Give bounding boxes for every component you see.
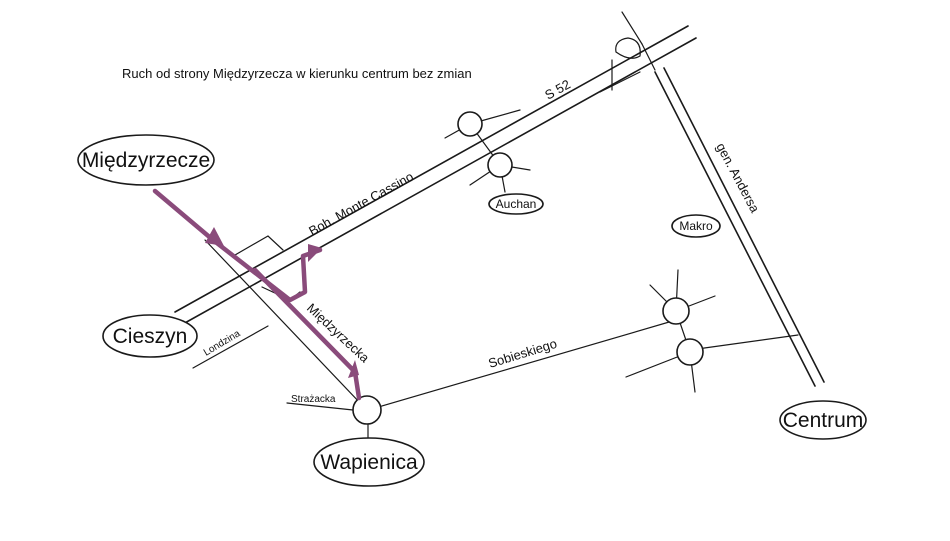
street-label-sobieskiego: Sobieskiego <box>486 336 558 371</box>
place-auchan: Auchan <box>488 193 544 215</box>
place-label-miedzyrzecze: Międzyrzecze <box>82 149 210 172</box>
place-cieszyn: Cieszyn <box>102 314 198 358</box>
road-londzina <box>192 325 269 369</box>
road-miedzyrzecka <box>204 239 363 406</box>
place-label-makro: Makro <box>679 219 713 233</box>
roundabout-auchan-north <box>457 111 483 137</box>
auchan-interchange <box>444 109 531 193</box>
roundabout-sobieskiego-south <box>676 338 704 366</box>
place-label-cieszyn: Cieszyn <box>113 325 188 348</box>
place-label-wapienica: Wapienica <box>320 451 418 474</box>
place-makro: Makro <box>671 214 721 238</box>
place-centrum: Centrum <box>779 400 867 440</box>
sobieskiego-interchange <box>625 269 716 393</box>
expressway-s52 <box>174 25 697 325</box>
place-wapienica: Wapienica <box>313 437 425 487</box>
roundabout-wapienica <box>352 395 382 425</box>
traffic-note: Ruch od strony Międzyrzecza w kierunku c… <box>122 66 472 81</box>
road-gen-andersa <box>654 67 825 387</box>
place-miedzyrzecze: Międzyrzecze <box>77 134 215 186</box>
roundabout-sobieskiego-north <box>662 297 690 325</box>
roundabout-auchan-south <box>487 152 513 178</box>
wapienica-roundabout-group <box>286 395 382 441</box>
place-label-auchan: Auchan <box>496 197 537 211</box>
road-sobieskiego <box>374 319 799 409</box>
place-label-centrum: Centrum <box>783 409 864 432</box>
detour-route <box>152 188 362 401</box>
street-label-strazacka: Strażacka <box>291 394 336 405</box>
junction-north-east <box>599 11 656 93</box>
